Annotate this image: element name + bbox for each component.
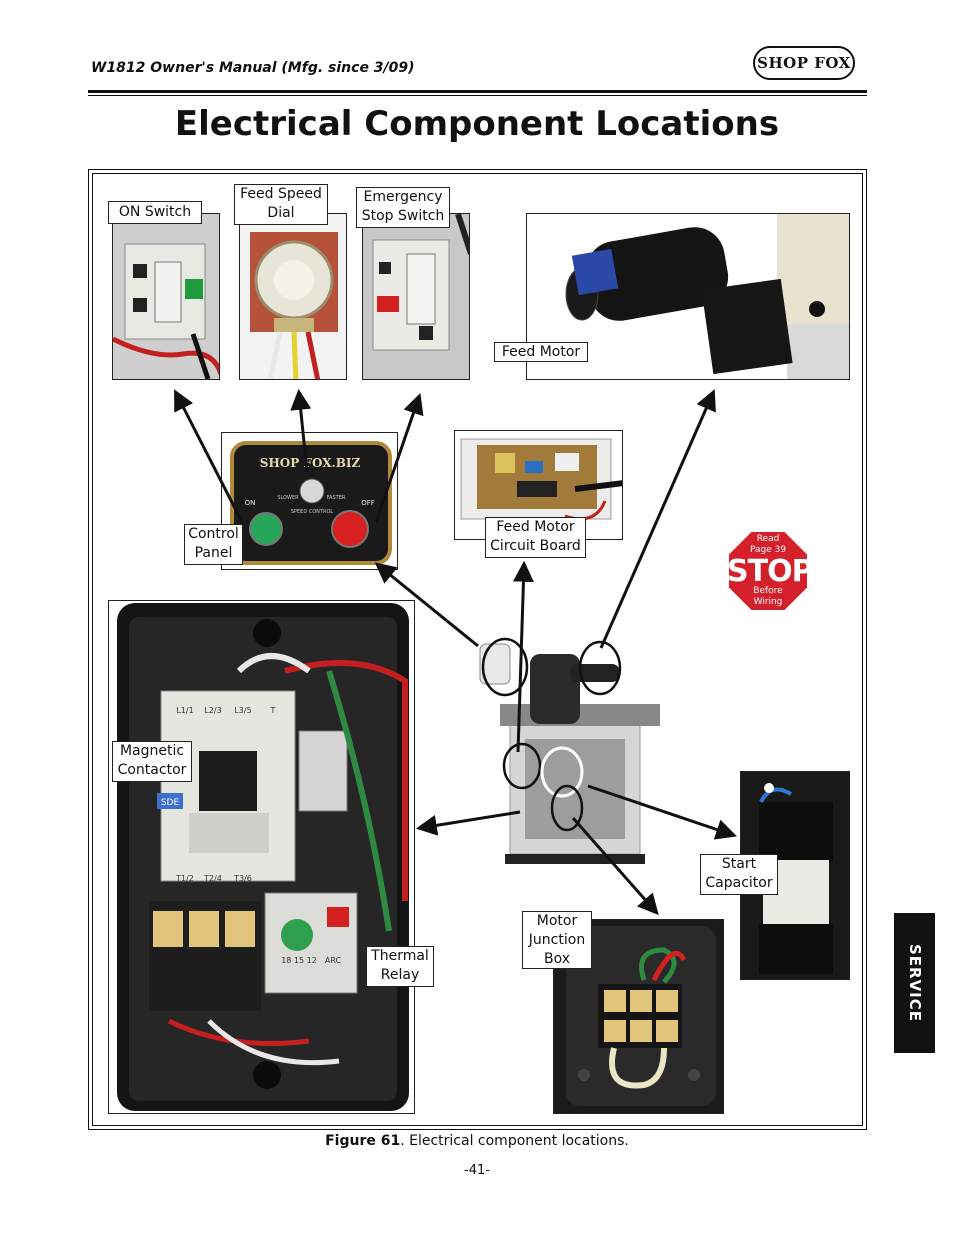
feed-motor-photo [526,213,850,380]
feed-motor-label: Feed Motor [494,342,588,362]
page-title: Electrical Component Locations [174,104,780,144]
feed-motor-illustration [527,214,849,379]
on-switch-label: ON Switch [108,201,202,224]
stop-sign: Read Page 39 STOP Before Wiring [727,530,814,612]
stop-before-text: Before [753,586,783,596]
start-capacitor-label: Start Capacitor [700,854,778,895]
emergency-stop-label: Emergency Stop Switch [356,187,450,228]
service-tab-text: SERVICE [905,943,924,1023]
feed-speed-dial-label: Feed Speed Dial [234,184,328,225]
stop-word: STOP [727,554,814,589]
figure-frame [88,169,867,1130]
circuit-board-illustration [455,431,622,539]
stop-page-text: Page 39 [749,545,787,555]
terminal-top-1: L1/1 [176,706,193,715]
start-capacitor-photo [740,771,850,980]
header-rule-thin [88,95,867,96]
contactor-brand: SDE [161,798,180,808]
control-panel-label: Control Panel [184,524,243,565]
logo-text: SHOP FOX [757,54,851,72]
panel-on-text: ON [245,499,256,507]
panel-faster-text: FASTER [327,495,346,501]
panel-brand-text: SHOP FOX.BIZ [260,456,361,470]
panel-off-text: OFF [361,499,375,507]
relay-mark: ARC [325,956,342,965]
relay-numbers: 18 15 12 [281,956,317,965]
terminal-top-4: T [270,706,276,715]
figure-number: Figure 61 [325,1133,401,1149]
machine-illustration [470,614,670,884]
stop-octagon-icon [727,530,809,612]
terminal-bottom-1: T1/2 [175,874,194,883]
terminal-top-2: L2/3 [204,706,221,715]
feed-speed-dial-photo [239,213,347,380]
contactor-box-illustration: L1/1 L2/3 L3/5 T SDE T1/2 T2/4 T3/6 18 1… [109,601,414,1113]
emergency-stop-illustration [363,214,469,379]
panel-slower-text: SLOWER [277,495,299,501]
circuit-board-photo [454,430,623,540]
magnetic-contactor-label: Magnetic Contactor [112,741,192,782]
terminal-bottom-3: T3/6 [233,874,252,883]
stop-wiring-text: Wiring [753,597,783,607]
manual-title: W1812 Owner's Manual (Mfg. since 3/09) [91,60,415,76]
control-panel-photo: SHOP FOX.BIZ ON OFF SLOWER FASTER SPEED … [221,432,398,570]
emergency-stop-photo [362,213,470,380]
on-switch-illustration [113,214,219,379]
header-rule [88,90,867,93]
figure-frame-inner [92,173,863,1126]
magnetic-contactor-photo: L1/1 L2/3 L3/5 T SDE T1/2 T2/4 T3/6 18 1… [108,600,415,1114]
motor-junction-box-label: Motor Junction Box [522,911,592,969]
figure-caption: Figure 61. Electrical component location… [0,1133,954,1149]
terminal-top-3: L3/5 [234,706,251,715]
control-panel-illustration: SHOP FOX.BIZ ON OFF SLOWER FASTER SPEED … [222,433,397,569]
figure-caption-text: . Electrical component locations. [400,1133,629,1149]
machine-photo [470,614,670,884]
stop-read-text: Read [756,534,780,544]
terminal-bottom-2: T2/4 [203,874,222,883]
panel-speed-control-text: SPEED CONTROL [291,509,334,515]
circuit-board-label: Feed Motor Circuit Board [485,517,586,558]
feed-speed-dial-illustration [240,214,346,379]
shop-fox-logo: SHOP FOX [753,46,855,80]
service-tab: SERVICE [894,913,935,1053]
page-number: -41- [464,1163,490,1178]
on-switch-photo [112,213,220,380]
thermal-relay-label: Thermal Relay [366,946,434,987]
junction-box-illustration [554,920,723,1113]
